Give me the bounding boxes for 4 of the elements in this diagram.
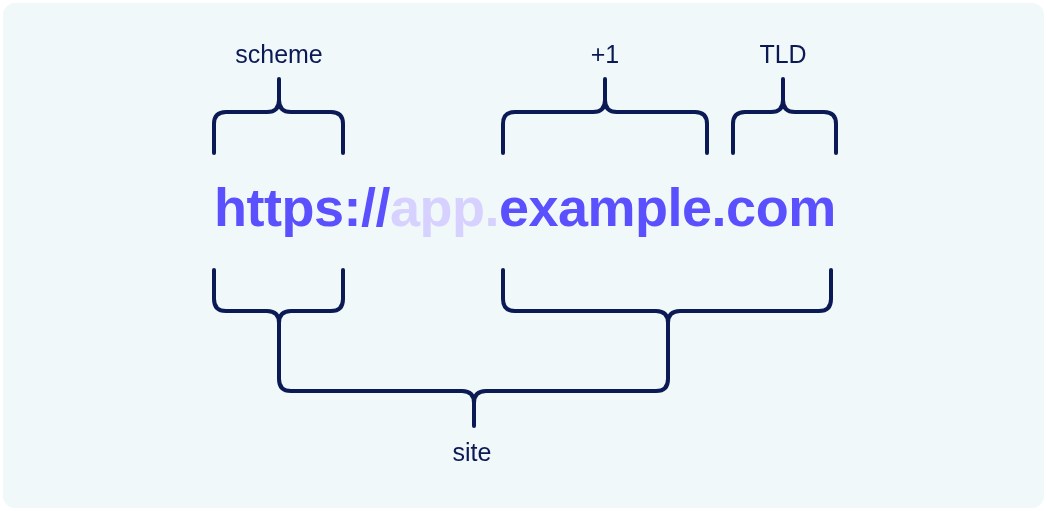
bracket-label: TLD [759,42,807,67]
bracket-label: +1 [590,42,620,67]
bracket-label: site [452,440,492,465]
bracket-label: scheme [235,42,323,67]
